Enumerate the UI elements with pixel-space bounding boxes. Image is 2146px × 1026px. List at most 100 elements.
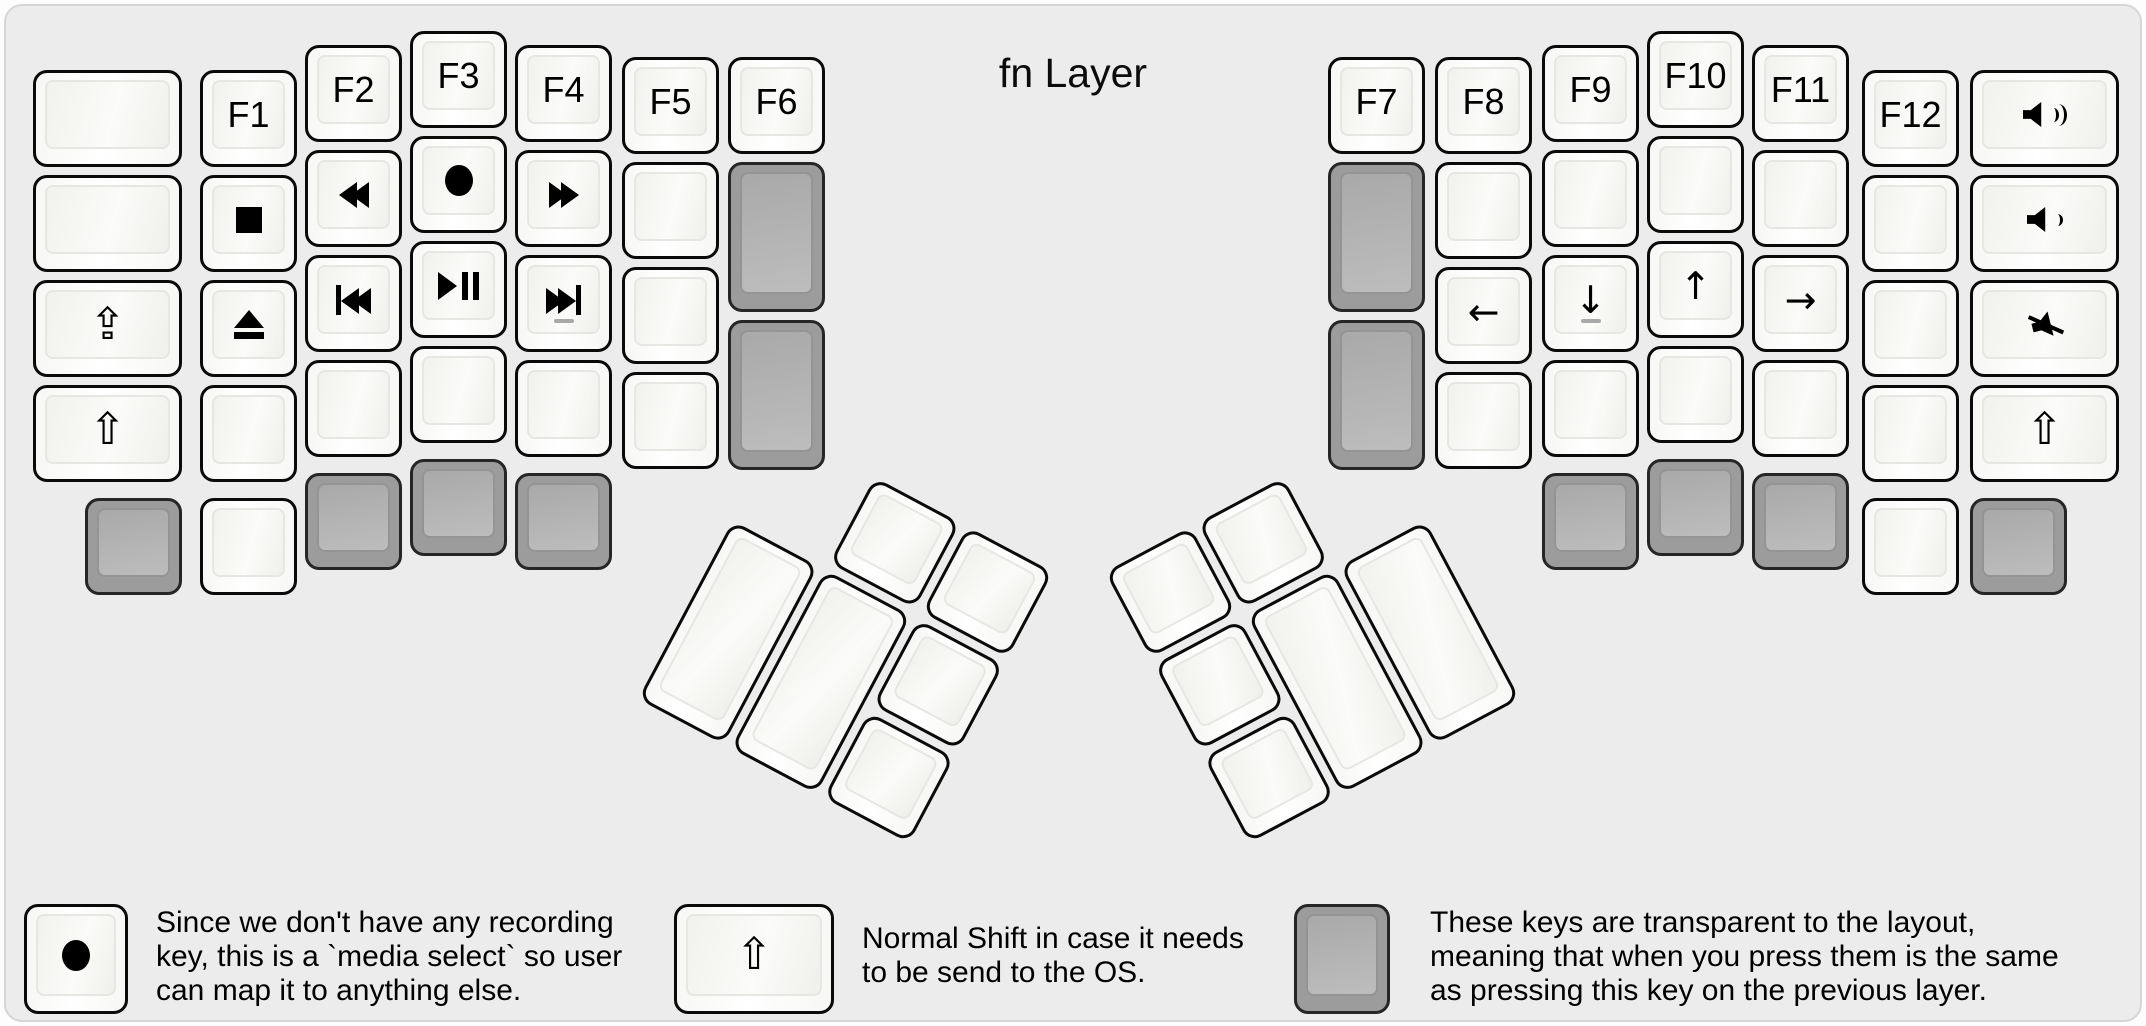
key-blank — [410, 346, 507, 443]
key-f5: F5 — [622, 57, 719, 154]
key-blank — [1647, 136, 1744, 233]
down-icon: ↓ — [1574, 277, 1607, 322]
key-fast-forward — [515, 150, 612, 247]
key-transparent — [305, 473, 402, 570]
key-blank — [1752, 360, 1849, 457]
key-transparent — [1328, 320, 1425, 470]
keycap-top — [1659, 146, 1732, 215]
record-icon — [62, 939, 90, 971]
key-blank — [1435, 162, 1532, 259]
key-eject — [200, 280, 297, 377]
legend-text-line: can map it to anything else. — [156, 974, 522, 1007]
key-blank — [1752, 150, 1849, 247]
keycap-top — [1554, 370, 1627, 439]
key-transparent — [1647, 459, 1744, 556]
shift-icon: ⇧ — [735, 929, 773, 980]
key-label: F1 — [227, 93, 270, 135]
keycap-top: ⇪ — [45, 290, 170, 359]
key-label: F6 — [755, 80, 798, 122]
legend-text: These keys are transparent to the layout… — [1430, 906, 2059, 1008]
homing-bar — [553, 319, 574, 323]
keycap-top — [1764, 160, 1837, 229]
key-blank — [200, 498, 297, 595]
key-blank — [1542, 150, 1639, 247]
play-pause-icon — [438, 272, 479, 300]
key-label: F10 — [1664, 54, 1727, 96]
legend-text-line: meaning that when you press them is the … — [1430, 940, 2059, 973]
keycap-top — [740, 172, 813, 294]
keycap-top — [1340, 172, 1413, 294]
keycap-top — [1554, 160, 1627, 229]
legend-text-line: key, this is a `media select` so user — [156, 940, 623, 973]
keycap-top — [212, 290, 285, 359]
keycap-top: ⇧ — [686, 914, 822, 996]
key-blank — [200, 385, 297, 482]
keycap-top — [848, 491, 946, 587]
keycap-top — [45, 80, 170, 149]
legend-key-sample — [24, 904, 128, 1014]
keycap-top — [212, 185, 285, 254]
key-volume-down — [1970, 175, 2119, 272]
keycap-top: F8 — [1447, 67, 1520, 136]
keycap-top: F12 — [1874, 80, 1947, 149]
key-arrow-down: ↓ — [1542, 255, 1639, 352]
key-f8: F8 — [1435, 57, 1532, 154]
keycap-top — [527, 265, 600, 334]
key-transparent — [1542, 473, 1639, 570]
keycap-top — [1306, 914, 1378, 996]
keycap-top — [422, 469, 495, 538]
key-blank — [515, 360, 612, 457]
key-f4: F4 — [515, 45, 612, 142]
keycap-top — [1659, 469, 1732, 538]
legend-key-sample: ⇧ — [674, 904, 834, 1014]
up-icon: ↑ — [1679, 263, 1712, 308]
key-blank — [1862, 280, 1959, 377]
shift-icon: ⇧ — [2026, 403, 2063, 455]
keycap-top — [1982, 290, 2107, 359]
keycap-top: ⇧ — [45, 395, 170, 464]
key-blank — [305, 360, 402, 457]
keycap-top — [1982, 80, 2107, 149]
key-label: F4 — [542, 68, 585, 110]
legend-text-line: These keys are transparent to the layout… — [1430, 906, 1976, 939]
keycap-top — [634, 382, 707, 451]
key-label: F8 — [1462, 80, 1505, 122]
keycap-top: F3 — [422, 41, 495, 110]
key-media-select-record — [410, 136, 507, 233]
keycap-top: F7 — [1340, 67, 1413, 136]
key-f10: F10 — [1647, 31, 1744, 128]
keycap-top: F9 — [1554, 55, 1627, 124]
keycap-top — [422, 356, 495, 425]
key-blank — [1542, 360, 1639, 457]
key-stop — [200, 175, 297, 272]
keycap-top — [212, 508, 285, 577]
keycap-top: F11 — [1764, 55, 1837, 124]
key-f3: F3 — [410, 31, 507, 128]
key-f7: F7 — [1328, 57, 1425, 154]
key-transparent — [85, 498, 182, 595]
legend-text-line: Since we don't have any recording — [156, 906, 614, 939]
key-label: F11 — [1770, 68, 1831, 110]
key-blank — [622, 162, 719, 259]
keycap-top — [422, 146, 495, 215]
legend-text-line: as pressing this key on the previous lay… — [1430, 974, 1987, 1007]
keycap-top — [740, 330, 813, 452]
keycap-top — [634, 172, 707, 241]
key-caps-lock: ⇪ — [33, 280, 182, 377]
keycap-top: F1 — [212, 80, 285, 149]
key-blank — [33, 175, 182, 272]
keycap-top — [1764, 370, 1837, 439]
keycap-top — [317, 265, 390, 334]
prev-track-icon — [336, 284, 371, 315]
keycap-top — [36, 914, 116, 996]
key-f12: F12 — [1862, 70, 1959, 167]
right-thumb-cluster — [1099, 422, 1525, 848]
key-transparent — [1328, 162, 1425, 312]
keycap-top — [422, 251, 495, 320]
caps-icon: ⇪ — [89, 298, 126, 350]
keycap-top — [317, 370, 390, 439]
keycap-top — [1874, 185, 1947, 254]
